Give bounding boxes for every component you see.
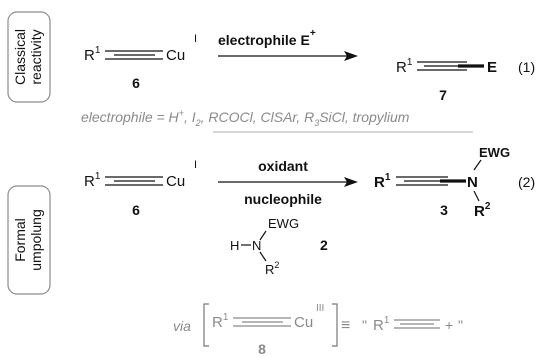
cation-plus: + [445, 317, 453, 333]
quote-close: " [458, 317, 463, 333]
r1-reactant-r: R1 [84, 45, 101, 64]
intermediate-triple-bond [233, 317, 291, 327]
r2-product-bond-r2 [473, 190, 480, 202]
compound-number-6a: 6 [132, 75, 140, 91]
compound-number-6b: 6 [132, 202, 140, 218]
r1-product-r: R1 [396, 57, 413, 76]
classical-label-line1: Classical [12, 29, 28, 85]
r2-product-triple-bond [396, 176, 448, 186]
equation-number-1: (1) [518, 59, 535, 75]
formal-label-line1: Formal [12, 218, 28, 262]
r2-product-r2: R2 [474, 201, 491, 220]
classical-reactivity-box [7, 11, 51, 103]
nucleophile-structure: EWG H N R2 2 [230, 216, 328, 277]
reaction-1: R1 Cu I 6 electrophile E+ R1 E 7 (1) ele… [81, 28, 535, 133]
intermediate-oxidation: III [316, 303, 324, 314]
r2-reactant-triple-bond [105, 176, 163, 186]
r2-reagent-nucleophile: nucleophile [244, 191, 322, 207]
r1-reagent: electrophile E+ [218, 28, 316, 48]
r2-reactant-cu: Cu [166, 173, 185, 190]
electrophile-note: electrophile = H+, I2, RCOCl, ClSAr, R3S… [81, 108, 410, 128]
formal-umpolung-label: Formal umpolung [12, 209, 44, 271]
cation-triple-bond [394, 319, 440, 329]
r1-arrow-head [344, 51, 358, 61]
r2-reactant-oxidation: I [194, 159, 197, 171]
r2-product-r1: R1 [374, 172, 391, 191]
nucleophile-ewg: EWG [268, 216, 299, 231]
r2-reagent-oxidant: oxidant [258, 158, 308, 174]
intermediate-r1: R1 [212, 312, 229, 331]
nucleophile-n: N [252, 238, 261, 253]
formal-label-line2: umpolung [28, 209, 44, 271]
nucleophile-r2: R2 [265, 260, 279, 277]
r2-arrow-head [344, 177, 358, 187]
r1-reactant-oxidation: I [194, 33, 197, 45]
r1-product-triple-bond [417, 61, 467, 71]
equivalence-symbol: ≡ [341, 317, 350, 334]
via-label: via [173, 318, 191, 334]
r2-product-n: N [467, 174, 478, 191]
r1-reactant-cu: Cu [166, 47, 185, 64]
compound-number-8: 8 [258, 341, 266, 357]
intermediate-8: via R1 Cu III 8 ≡ " R1 + " [173, 303, 463, 357]
classical-reactivity-label: Classical reactivity [12, 29, 44, 85]
intermediate-cu: Cu [294, 314, 313, 331]
cation-r1: R1 [373, 315, 390, 334]
compound-number-3: 3 [440, 202, 448, 218]
compound-number-7: 7 [439, 87, 447, 103]
r1-reactant-triple-bond [105, 50, 163, 60]
nucleophile-h: H [230, 238, 239, 253]
right-bracket [332, 303, 338, 347]
r1-product-e: E [487, 59, 497, 76]
reaction-2: R1 Cu I 6 oxidant nucleophile EWG H N R2… [84, 145, 535, 277]
compound-number-2: 2 [320, 237, 328, 253]
left-bracket [203, 303, 209, 347]
r2-product-bond-ewg [473, 159, 482, 171]
equation-number-2: (2) [518, 174, 535, 190]
r2-reactant-r: R1 [84, 171, 101, 190]
r2-product-ewg: EWG [479, 145, 510, 160]
classical-label-line2: reactivity [28, 29, 44, 84]
formal-umpolung-box [7, 185, 51, 295]
quote-open: " [362, 317, 367, 333]
